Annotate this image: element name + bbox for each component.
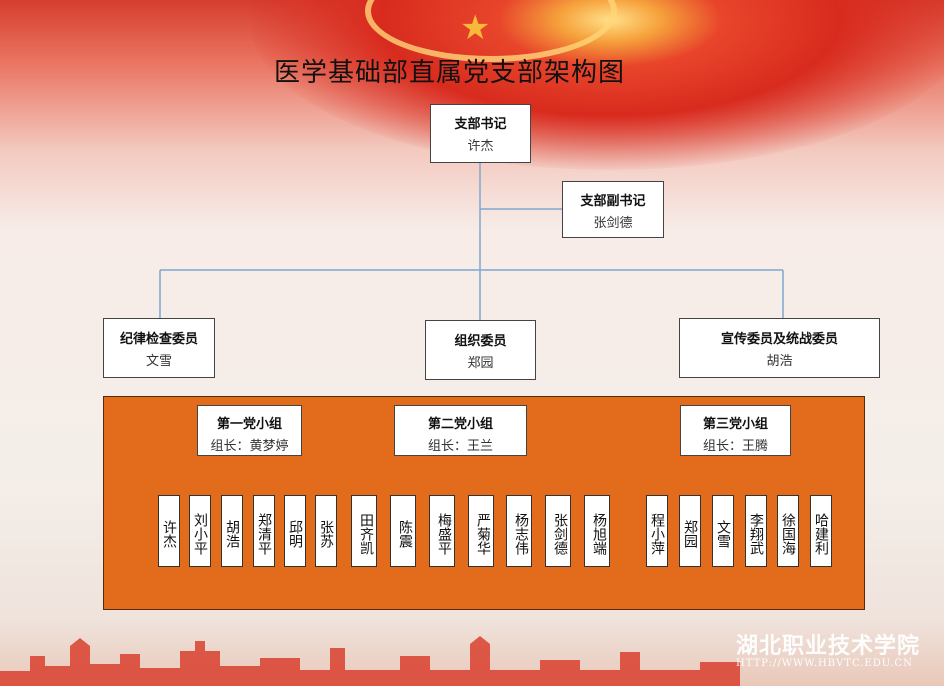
group-1-name: 第一党小组: [216, 417, 282, 432]
member-box: 胡浩: [221, 495, 243, 567]
node-group-1: 第一党小组 组长：黄梦婷: [197, 405, 302, 456]
node-deputy-person: 张剑德: [593, 216, 633, 231]
member-box: 张剑德: [545, 495, 571, 567]
group-3-leader: 组长：王腾: [702, 439, 768, 454]
member-box: 杨志伟: [506, 495, 532, 567]
member-box: 田齐凯: [351, 495, 377, 567]
node-discipline-role: 纪律检查委员: [119, 332, 198, 347]
node-deputy-secretary: 支部副书记 张剑德: [562, 181, 664, 238]
member-box: 李翔武: [745, 495, 767, 567]
watermark-url: HTTP://WWW.HBVTC.EDU.CN: [736, 658, 913, 669]
node-secretary-person: 许杰: [467, 139, 494, 154]
page-title: 医学基础部直属党支部架构图: [274, 58, 626, 88]
member-box: 邱明: [284, 495, 306, 567]
node-secretary-role: 支部书记: [454, 117, 507, 132]
member-box: 张苏: [315, 495, 337, 567]
group-2-leader: 组长：王兰: [427, 439, 493, 454]
member-box: 陈震: [390, 495, 416, 567]
node-group-3: 第三党小组 组长：王腾: [680, 405, 791, 456]
member-box: 梅盛平: [429, 495, 455, 567]
member-box: 徐国海: [777, 495, 799, 567]
node-propaganda-role: 宣传委员及统战委员: [720, 332, 838, 347]
group-3-name: 第三党小组: [702, 417, 768, 432]
member-box: 郑清平: [253, 495, 275, 567]
member-box: 哈建利: [810, 495, 832, 567]
node-organization-committee: 组织委员 郑园: [425, 320, 536, 380]
node-propaganda-committee: 宣传委员及统战委员 胡浩: [679, 318, 880, 378]
node-secretary: 支部书记 许杰: [430, 104, 531, 163]
city-skyline-decoration: [0, 636, 740, 686]
star-icon: ★: [460, 8, 491, 48]
node-deputy-role: 支部副书记: [580, 194, 646, 209]
member-box: 许杰: [158, 495, 180, 567]
node-organization-person: 郑园: [467, 356, 494, 371]
group-1-leader: 组长：黄梦婷: [210, 439, 289, 454]
member-box: 程小萍: [646, 495, 668, 567]
member-box: 杨旭端: [584, 495, 610, 567]
watermark-name: 湖北职业技术学院: [736, 633, 921, 659]
group-2-name: 第二党小组: [427, 417, 493, 432]
member-box: 郑园: [679, 495, 701, 567]
node-propaganda-person: 胡浩: [766, 354, 793, 369]
node-discipline-committee: 纪律检查委员 文雪: [103, 318, 215, 378]
school-watermark: 湖北职业技术学院 HTTP://WWW.HBVTC.EDU.CN: [736, 628, 932, 669]
node-group-2: 第二党小组 组长：王兰: [394, 405, 527, 456]
member-box: 严菊华: [468, 495, 494, 567]
member-box: 文雪: [712, 495, 734, 567]
node-discipline-person: 文雪: [145, 354, 172, 369]
member-box: 刘小平: [189, 495, 211, 567]
node-organization-role: 组织委员: [454, 334, 507, 349]
